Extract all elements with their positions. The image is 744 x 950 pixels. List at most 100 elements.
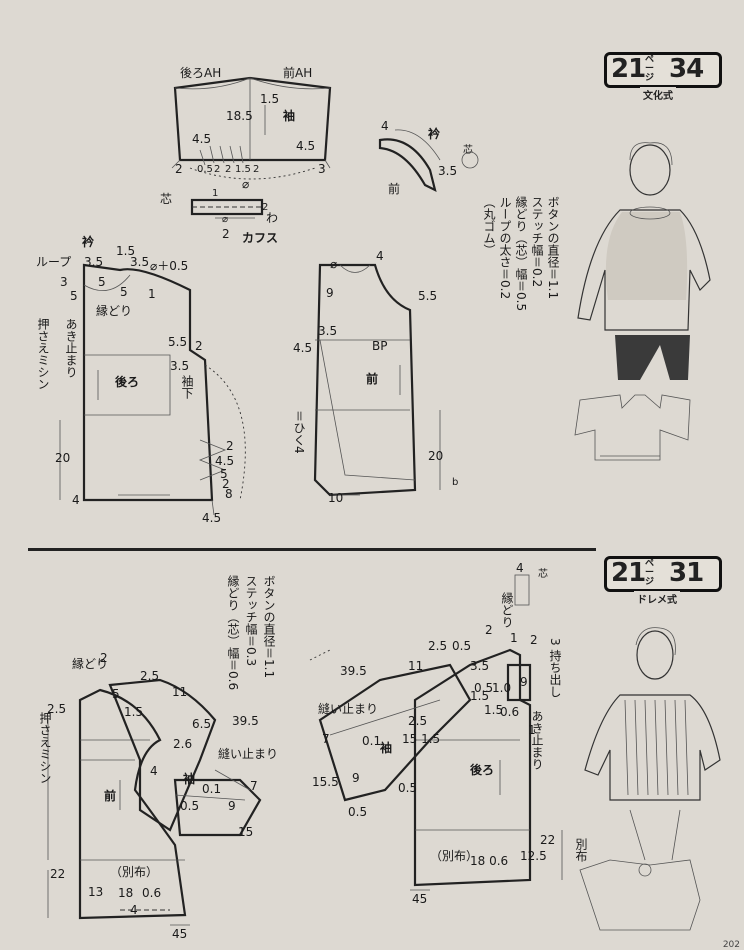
back-underarm: 袖下 [180,375,194,399]
bback-separate-cloth: 別布 [574,838,588,862]
bback-cloth: （別布） [430,849,479,863]
back-m35b: 3.5 [130,255,150,269]
front-hiku: ＝ひく4 [292,410,306,454]
cuff-core: 芯 [160,192,173,206]
top-note-0: ボタンの直径＝1.1 [546,196,560,300]
bfront-m18: 18 [118,886,134,900]
bback-m1b: 1 [528,723,536,737]
sleeve-m15: 1.5 [260,92,280,106]
back-m5: 5 [70,289,78,303]
collar-front: 前 [388,182,401,196]
top-badge-pattern: 34 [669,54,704,84]
bsleeve-front-seam: 縫い止まり [218,747,279,761]
cuff-wa: わ [266,211,279,225]
bfront-m395: 39.5 [232,714,259,728]
bsleeve-back-m155: 15.5 [312,775,339,789]
back-bodice-bottom [309,574,563,891]
bback-m35: 3.5 [470,659,490,673]
bottom-badge-pattern: 31 [669,558,704,588]
bfront-m15: 1.5 [124,705,144,719]
bottom-note-1: ステッチ幅＝0.3 [244,575,258,667]
bback-m1: 1 [510,631,518,645]
bottom-badge: 21 ページ 31 [604,556,722,592]
back-m5b: 5 [120,285,128,299]
sleeve-m3: 3 [318,162,326,176]
top-notes: ボタンの直径＝1.1 ステッチ幅＝0.2 縁どり（芯）幅＝0.5 ループの太さ＝… [480,196,560,336]
bsleeve-back-m7: 7 [322,732,330,746]
bback-m05b: 0.5 [474,681,494,695]
bback-name: 後ろ [470,763,495,777]
top-illustration-figure [574,142,711,461]
cuff-m1: 1 [212,188,219,199]
top-badge: 21 ページ 34 [604,52,722,88]
back-m2c: 2 [222,477,230,491]
bsleeve-front-m01: 0.1 [202,782,222,796]
bfront-m65: 6.5 [192,717,212,731]
bsleeve-back-m05b: 0.5 [348,805,368,819]
sleeve-pattern [171,76,332,180]
back-press-stitch: 押さえミシン [36,318,50,390]
bfront-m5: 5 [112,687,120,701]
collar-m4: 4 [381,119,389,133]
bsleeve-front-name: 袖 [183,772,196,786]
front-bodice-bottom [47,678,262,926]
back-m2b: 2 [226,439,234,453]
bback-m11: 11 [408,659,424,673]
bsleeve-back-seam: 縫い止まり [318,702,379,716]
sleeve-m185: 18.5 [226,109,253,123]
back-opening: あき止まり [64,318,78,378]
bottom-note-2: 縁どり（芯）幅＝0.6 [226,575,240,691]
cuff-phi: ⌀ [222,214,229,225]
bback-m25: 2.5 [428,639,448,653]
back-loop: ループ [36,255,72,269]
bback-mochidashi: 3 持ち出し [548,638,562,698]
sleeve-m15b: 1.5 [235,164,251,175]
bback-m9: 9 [520,675,528,689]
cuff-name: カフス [242,231,279,245]
sleeve-m45: 4.5 [192,132,212,146]
back-m5-low: 5 [220,467,228,481]
bback-m151: 15 1.5 [402,732,441,746]
sleeve-m2: 2 [175,162,183,176]
back-name: 後ろ [115,375,140,389]
bback-edge: 縁どり [500,592,514,628]
bottom-note-0: ボタンの直径＝1.1 [262,575,276,679]
bback-m22: 22 [540,833,556,847]
bfront-m2: 2 [100,651,108,665]
sleeve-m2c: 2 [225,164,232,175]
cuff-pattern [190,198,264,219]
back-phi05: ⌀＋0.5 [150,259,189,273]
top-note-2: 縁どり（芯）幅＝0.5 [514,196,528,312]
bback-m15: 1.5 [470,689,490,703]
sleeve-front-ah: 前AH [283,66,313,80]
bback-m15b: 1.5 [484,703,504,717]
back-collar: 衿 [82,235,95,249]
back-m4: 4 [72,493,80,507]
collar-core: 芯 [463,145,473,156]
sleeve-m05: 0.5 [197,164,213,175]
bback-core: 芯 [538,569,548,580]
bback-m2-right: 2 [530,633,538,647]
bottom-badge-chapter: 21 [611,558,646,588]
back-m8: 8 [225,487,233,501]
bback-m4: 4 [516,561,524,575]
bback-m05: 0.5 [452,639,472,653]
back-m45b: 4.5 [202,511,222,525]
bsleeve-back-name: 袖 [380,741,393,755]
back-m35c: 3.5 [170,359,190,373]
front-m9: 9 [326,286,334,300]
bfront-m06: 0.6 [142,886,162,900]
bfront-press-stitch: 押さえミシン [38,712,52,784]
sleeve-m45r: 4.5 [296,139,316,153]
bback-m10: 1.0 [492,681,512,695]
front-phi: ⌀ [330,257,338,271]
back-m1: 1 [148,287,156,301]
bfront-m45: 45 [172,927,188,941]
bsleeve-front-m05: 0.5 [180,799,200,813]
sleeve-back-ah: 後ろAH [180,66,222,80]
back-m35a: 3.5 [84,255,104,269]
bfront-m22: 22 [50,867,66,881]
front-m20: 20 [428,449,444,463]
